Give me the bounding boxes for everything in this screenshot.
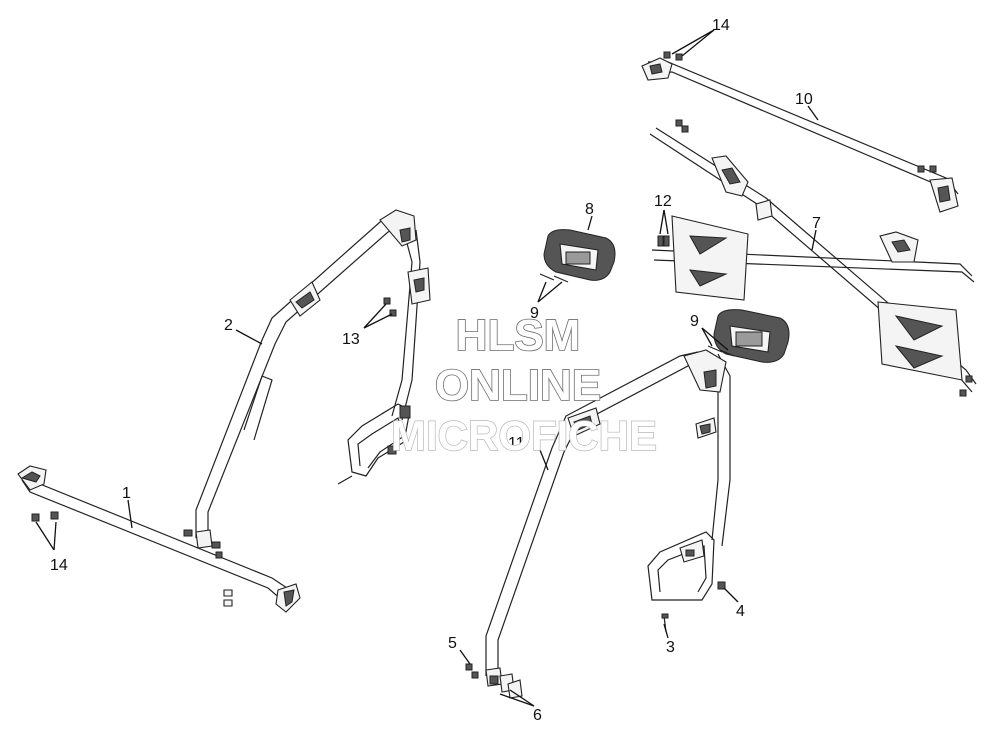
callout-12: 12 [654,193,672,210]
callout-9b: 9 [690,313,699,330]
part-11-right-rops-hoop [466,350,730,698]
callout-1: 1 [122,485,131,502]
leader-lines [35,29,819,707]
callout-2: 2 [224,317,233,334]
callout-7: 7 [812,215,821,232]
callout-4: 4 [736,603,745,620]
part-2-left-rops-hoop [184,210,430,558]
callout-10: 10 [795,91,813,108]
callout-6: 6 [533,707,542,724]
part-10-upper-cross-tube [642,52,958,212]
watermark-line-3: MICROFICHE [391,412,657,459]
callouts: 1 2 3 4 5 6 7 8 9 9 10 11 12 13 14 14 [50,17,821,724]
watermark-line-1: HLSM [456,311,581,360]
part-1-front-cross-tube [18,466,300,612]
part-8-mirror-right [708,310,789,363]
part-7-x-brace [650,128,976,396]
callout-8: 8 [585,201,594,218]
watermark-line-2: ONLINE [435,361,601,410]
watermark: HLSM ONLINE MICROFICHE [390,310,657,460]
callout-13: 13 [342,331,360,348]
callout-11: 11 [508,435,525,452]
callout-3: 3 [666,639,675,656]
callout-14a: 14 [712,17,730,34]
callout-14b: 14 [50,557,68,574]
part-8-mirror-left [540,230,615,282]
callout-5: 5 [448,635,457,652]
callout-9a: 9 [530,305,539,322]
